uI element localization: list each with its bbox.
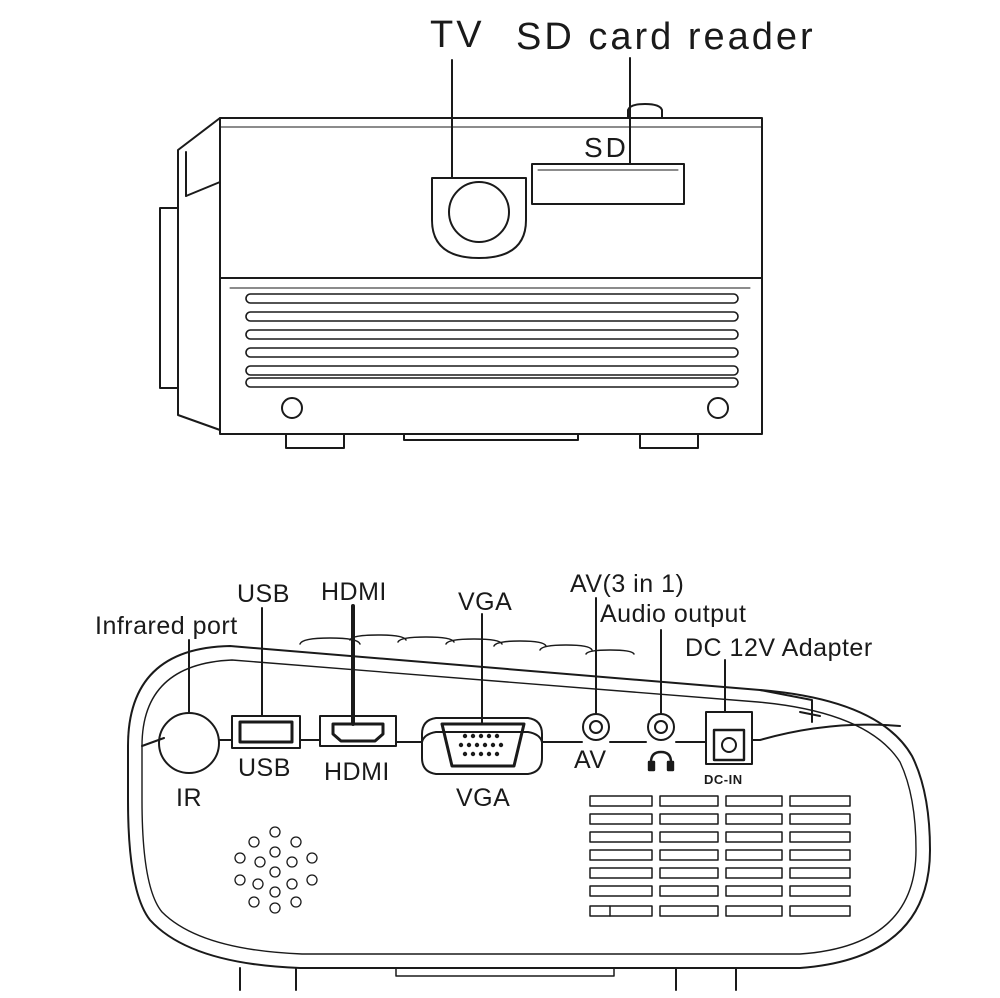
screw-right [708,398,728,418]
screw-left [282,398,302,418]
speaker-grille [235,827,317,913]
usb-port-label: USB [238,754,291,782]
tv-window [432,178,526,258]
top-button [628,104,662,118]
tv-label: TV [430,14,485,56]
vga-port-label: VGA [456,784,511,812]
back-view [128,598,930,990]
dc-adapter-callout: DC 12V Adapter [685,634,873,662]
hdmi-port-label: HDMI [324,758,390,786]
headphone-icon [649,752,673,770]
usb-callout: USB [237,580,290,608]
vga-housing [422,718,542,774]
vga-callout: VGA [458,588,513,616]
hdmi-port [320,716,396,746]
usb-port [232,716,300,748]
audio-jack [648,714,674,740]
side-bezel [178,118,220,430]
front-view [160,58,762,448]
av-port-label: AV [574,746,607,774]
vga-pins [458,733,504,757]
foot-right [640,434,698,448]
infrared-window [159,713,219,773]
rear-vents [590,796,850,916]
av-callout: AV(3 in 1) [570,570,685,598]
foot-middle [404,434,578,440]
dc-in-label: DC-IN [704,772,743,787]
ir-label: IR [176,784,202,812]
sd-slot [532,164,684,204]
sd-card-reader-label: SD card reader [516,16,816,58]
dc-in-port [706,712,752,764]
av-jack [583,714,609,740]
infrared-port-callout: Infrared port [95,612,238,640]
lens-hood [160,208,178,388]
back-housing-rim [142,660,916,954]
port-band [142,725,900,746]
audio-output-callout: Audio output [600,600,747,628]
back-housing [128,646,930,968]
front-vents [246,294,738,387]
sd-slot-label: SD [584,132,629,163]
hdmi-callout: HDMI [321,578,387,606]
foot-left [286,434,344,448]
tv-lens [449,182,509,242]
top-ridges [300,635,634,654]
